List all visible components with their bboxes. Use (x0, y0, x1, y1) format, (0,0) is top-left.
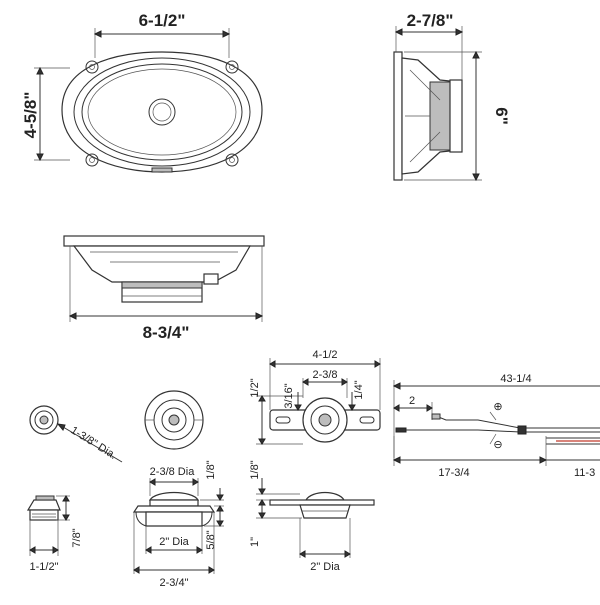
tweeter-surface-side-view: 7/8" 1-1/2" (26, 495, 83, 573)
mounting-tab-icon (85, 60, 239, 167)
side-depth-label: 2-7/8" (407, 11, 454, 30)
bracket-side-bottom-label: 1" (249, 537, 261, 547)
flush-bottom-depth-label: 5/8" (205, 530, 217, 549)
flush-bottom-dia-label: 2" Dia (159, 536, 189, 548)
tweeter-width-label: 1-1/2" (30, 561, 59, 573)
wire-first-segment-label: 17-3/4 (438, 467, 469, 479)
bottom-view: 8-3/4" (63, 235, 265, 342)
flush-top-offset-label: 1/8" (205, 460, 217, 479)
bracket-right-offset-label: 1/4" (353, 380, 365, 399)
flush-overall-width-label: 2-3/4" (160, 577, 189, 589)
bracket-height-label: 1/2" (249, 378, 261, 397)
wire-total-length-label: 43-1/4 (500, 373, 531, 385)
bracket-overall-width-label: 4-1/2 (312, 349, 337, 361)
bracket-inner-width-label: 2-3/8 (312, 369, 337, 381)
bracket-side-top-label: 1/8" (249, 460, 261, 479)
minus-terminal-icon: ⊖ (493, 439, 502, 451)
wire-lead-length-label: 2 (409, 395, 415, 407)
wiring-harness: 43-1/4 2 ⊕ ⊖ 17-3/4 11-3 (392, 373, 600, 479)
flush-mount-side-view: 2-3/8 Dia 1/8" 5/8" 2" Dia 2-3/4" (132, 460, 224, 589)
front-width-label: 6-1/2" (139, 11, 186, 30)
tweeter-height-label: 7/8" (71, 528, 83, 547)
bracket-mount-side-view: 1/8" 1" 2" Dia (249, 460, 375, 573)
side-view: 2-7/8" 6" (393, 11, 511, 182)
plus-terminal-icon: ⊕ (493, 401, 502, 413)
tweeter-dia-label: 1-3/8" Dia. (68, 424, 118, 462)
bracket-side-dia-label: 2" Dia (310, 561, 340, 573)
front-height-label: 4-5/8" (21, 92, 40, 139)
side-height-label: 6" (492, 107, 511, 125)
front-view: 6-1/2" 4-5/8" (21, 11, 263, 173)
bracket-left-offset-label: 3/16" (283, 383, 295, 408)
bracket-mount-front-view: 4-1/2 2-3/8 1/2" 3/16" 1/4" (249, 349, 381, 445)
wire-second-segment-label: 11-3 (574, 467, 595, 479)
flush-top-dia-label: 2-3/8 Dia (150, 466, 196, 478)
bottom-width-label: 8-3/4" (143, 323, 190, 342)
tweeter-front-view: 1-3/8" Dia. (29, 405, 123, 463)
flush-mount-front-view (144, 390, 204, 450)
